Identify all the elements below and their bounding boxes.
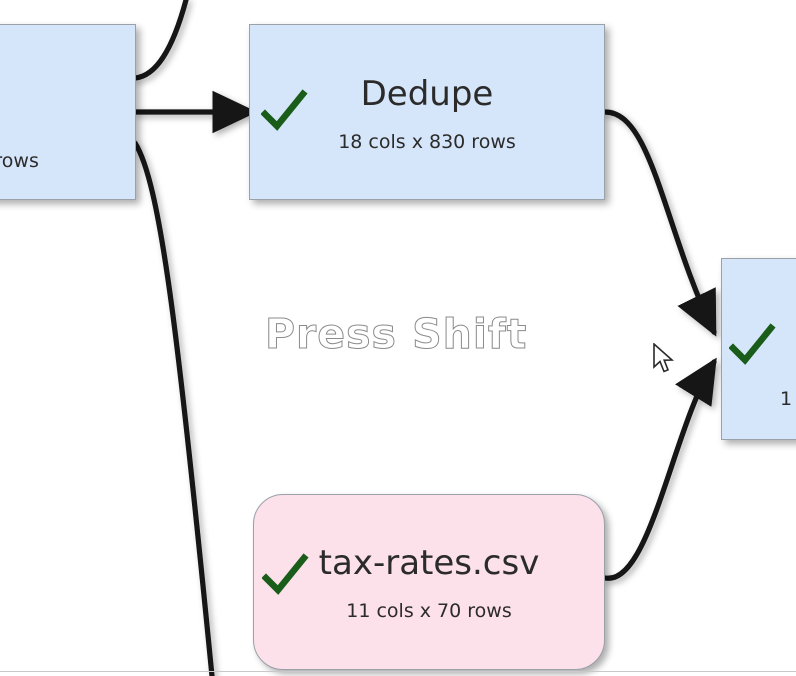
node-left-source[interactable]: x rows [0,24,136,200]
canvas-bottom-divider [0,671,796,672]
node-tax-rates-csv[interactable]: tax-rates.csv 11 cols x 70 rows [253,494,605,670]
edge-dedupe-to-right [601,109,717,337]
node-dedupe[interactable]: Dedupe 18 cols x 830 rows [249,24,605,200]
node-tax-title: tax-rates.csv [318,542,540,583]
edge-left-to-offscreen-bottom [132,140,215,676]
node-right-subtitle: 1 [780,388,793,410]
node-dedupe-subtitle: 18 cols x 830 rows [338,130,516,153]
node-left-subtitle: x rows [0,150,39,172]
press-shift-hint: Press Shift [264,310,528,359]
edge-tax-to-right [602,357,717,581]
edge-left-to-offscreen-top [132,0,189,81]
mouse-cursor-icon [653,343,675,373]
node-right-target[interactable]: 1 [721,258,796,440]
node-dedupe-title: Dedupe [360,73,494,114]
node-tax-subtitle: 11 cols x 70 rows [346,599,512,622]
